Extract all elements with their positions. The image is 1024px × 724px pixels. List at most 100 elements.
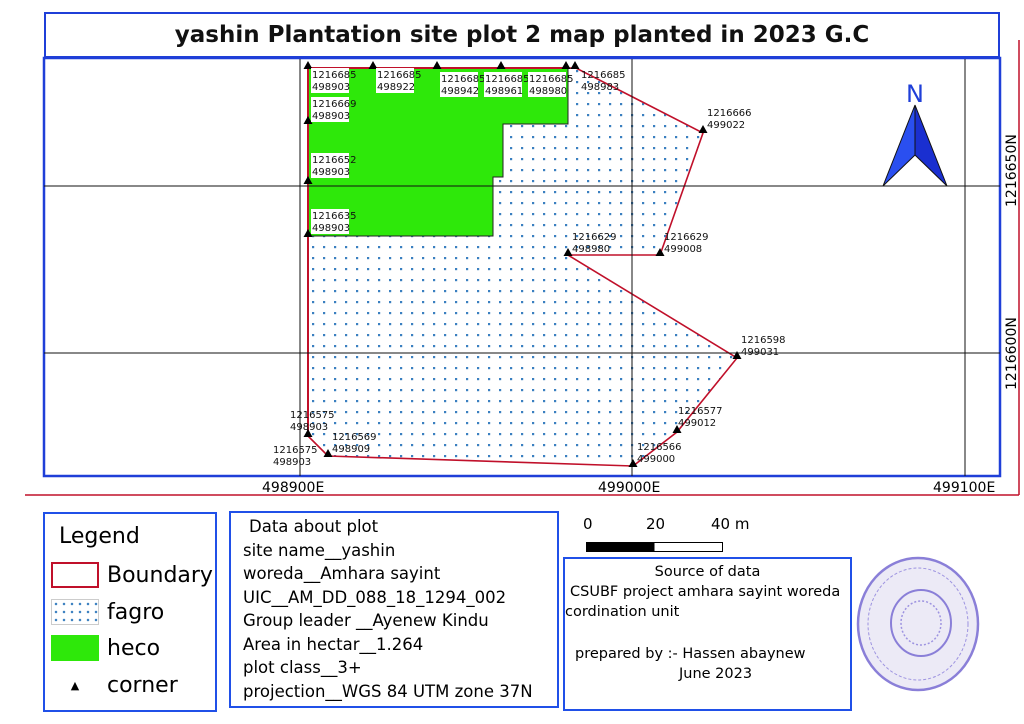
y-axis-label: 1216650N (1004, 134, 1020, 207)
corner-marker-icon (303, 176, 313, 184)
corner-marker-icon (672, 425, 682, 433)
svg-text:1216666: 1216666 (707, 108, 752, 119)
legend-title: Legend (59, 524, 140, 549)
corner-marker-icon (655, 248, 665, 256)
corner-marker-icon (732, 351, 742, 359)
svg-text:1216685: 1216685 (441, 74, 486, 85)
svg-text:1216685: 1216685 (485, 74, 530, 85)
svg-text:1216566: 1216566 (637, 442, 682, 453)
north-label: N (906, 80, 924, 108)
official-stamp (856, 556, 980, 692)
svg-text:498903: 498903 (312, 82, 350, 93)
corner-marker-icon (323, 449, 333, 457)
svg-text:1216685: 1216685 (312, 70, 357, 81)
svg-text:499008: 499008 (664, 244, 702, 255)
corner-marker-icon (303, 61, 313, 69)
svg-text:1216685: 1216685 (529, 74, 574, 85)
svg-text:1216577: 1216577 (678, 406, 723, 417)
legend: Legend Boundary fagro heco ▲corner (43, 512, 217, 712)
triangle-icon: ▲ (70, 678, 80, 692)
svg-text:499031: 499031 (741, 347, 779, 358)
svg-text:498980: 498980 (572, 244, 610, 255)
heco-area (307, 67, 569, 237)
corner-marker-icon (561, 61, 571, 69)
svg-text:498942: 498942 (441, 86, 479, 97)
legend-item-boundary: Boundary (51, 562, 213, 588)
corner-marker-icon (570, 61, 580, 69)
corner-marker-icon (432, 61, 442, 69)
plot-data-line: plot class__3+ (243, 658, 362, 677)
legend-item-fagro: fagro (51, 599, 164, 625)
legend-item-heco: heco (51, 635, 160, 661)
plot-data-line: Group leader __Ayenew Kindu (243, 611, 489, 630)
prepared-by: prepared by :- Hassen abaynew (575, 646, 806, 662)
svg-text:1216598: 1216598 (741, 335, 786, 346)
svg-text:1216669: 1216669 (312, 99, 357, 110)
plot-data-panel: Data about plot site name__yashin woreda… (229, 511, 559, 708)
svg-text:498983: 498983 (581, 82, 619, 93)
corner-marker-icon (303, 116, 313, 124)
svg-text:1216629: 1216629 (664, 232, 709, 243)
source-org: CSUBF project amhara sayint woreda (570, 584, 841, 600)
svg-text:498903: 498903 (312, 167, 350, 178)
svg-text:498909: 498909 (332, 444, 370, 455)
svg-text:1216629: 1216629 (572, 232, 617, 243)
svg-text:1216685: 1216685 (581, 70, 626, 81)
plot-data-line: site name__yashin (243, 540, 396, 560)
plot-data-line: woreda__Amhara sayint (243, 564, 441, 583)
prepared-date: June 2023 (679, 666, 753, 682)
corner-marker-icon (303, 429, 313, 437)
corner-marker-icon (368, 61, 378, 69)
corner-marker-icon (628, 459, 638, 467)
legend-item-corner: ▲corner (70, 672, 178, 698)
corner-marker-icon (563, 248, 573, 256)
svg-text:499022: 499022 (707, 120, 745, 131)
svg-text:1216652: 1216652 (312, 155, 357, 166)
svg-text:499012: 499012 (678, 418, 716, 429)
corner-marker-icon (496, 61, 506, 69)
svg-text:1216575: 1216575 (290, 410, 335, 421)
plot-data-heading: Data about plot (249, 517, 379, 536)
plot-data-line: Area in hectar__1.264 (243, 634, 424, 654)
plot-data-line: UIC__AM_DD_088_18_1294_002 (243, 587, 507, 607)
svg-text:498961: 498961 (485, 86, 523, 97)
svg-text:1216635: 1216635 (312, 211, 357, 222)
x-axis-label: 499000E (598, 480, 661, 496)
svg-text:498903: 498903 (290, 422, 328, 433)
svg-text:499000: 499000 (637, 454, 675, 465)
svg-text:498903: 498903 (312, 111, 350, 122)
svg-text:498980: 498980 (529, 86, 567, 97)
x-axis-label: 498900E (262, 480, 325, 496)
north-arrow-icon: N (882, 80, 948, 187)
svg-text:498922: 498922 (377, 82, 415, 93)
svg-text:1216685: 1216685 (377, 70, 422, 81)
svg-text:1216569: 1216569 (332, 432, 377, 443)
grid (44, 58, 1000, 476)
source-heading: Source of data (654, 564, 761, 580)
source-unit: cordination unit (565, 604, 680, 620)
corner-marker-icon (698, 125, 708, 133)
corner-marker-icon (303, 229, 313, 237)
plot-data-line: projection__WGS 84 UTM zone 37N (243, 681, 533, 701)
y-axis-label: 1216600N (1004, 317, 1020, 390)
svg-text:1216575: 1216575 (273, 445, 318, 456)
svg-text:498903: 498903 (273, 457, 311, 468)
